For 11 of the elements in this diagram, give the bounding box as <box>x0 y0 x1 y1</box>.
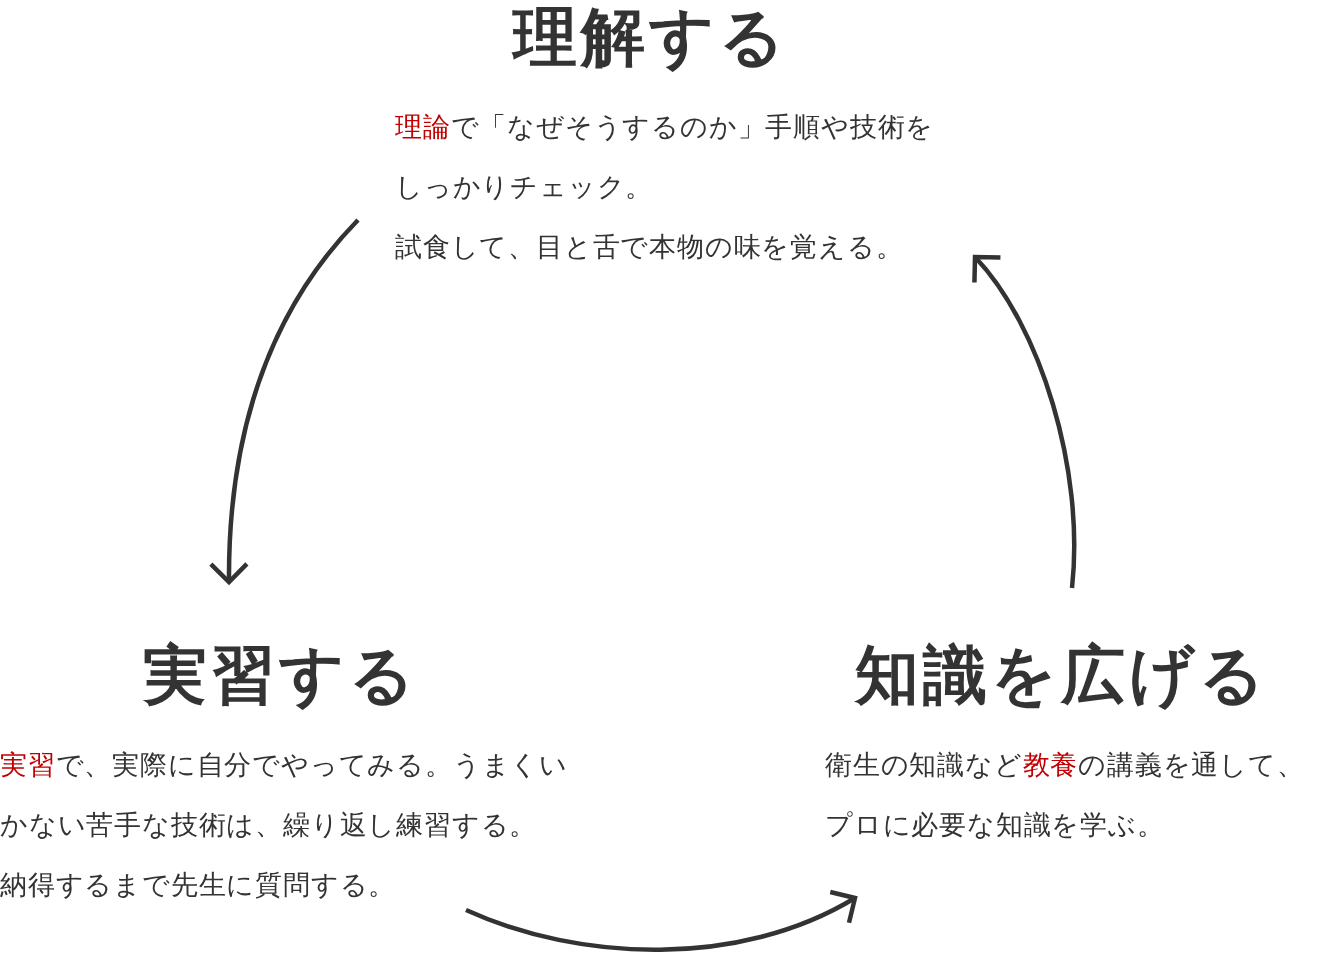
step-heading: 理解する <box>513 0 789 74</box>
step-description: 実習で、実際に自分でやってみる。うまくいかない苦手な技術は、繰り返し練習する。 <box>0 748 569 842</box>
arrow <box>465 888 858 952</box>
step-description: 納得するまで先生に質問する。 <box>0 868 398 902</box>
step-description: 試食して、目と舌で本物の味を覚える。 <box>395 230 905 264</box>
arrow <box>209 218 360 585</box>
arrow <box>970 254 1077 589</box>
step-description: 理論で「なぜそうするのか」手順や技術をしっかりチェック。 <box>395 110 936 204</box>
step-heading: 実習する <box>143 638 419 712</box>
step-description: 衛生の知識など教養の講義を通して、プロに必要な知識を学ぶ。 <box>825 748 1306 842</box>
step-heading: 知識を広げる <box>855 638 1269 712</box>
